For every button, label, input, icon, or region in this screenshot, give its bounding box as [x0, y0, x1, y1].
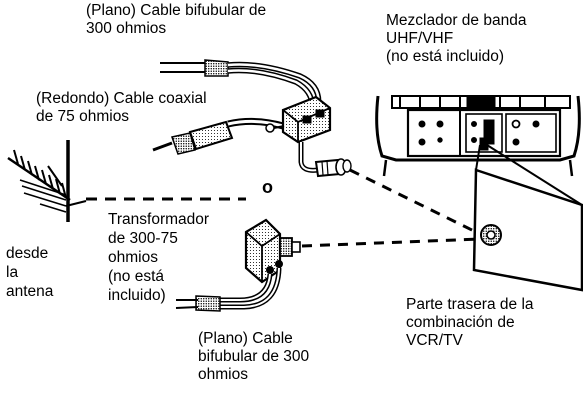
round-cable-line-2: de 75 ohmios: [36, 108, 130, 125]
transformer-line-4: (no está: [108, 268, 165, 285]
flat-cable-bottom-line-3: ohmios: [198, 366, 248, 383]
from-antenna-label: desde la antena: [6, 244, 53, 301]
mixer-label: Mezclador de banda UHF/VHF (no está incl…: [386, 12, 526, 66]
transformer-device-icon: [175, 218, 301, 312]
from-antenna-line-3: antena: [6, 283, 54, 300]
or-marker: o: [262, 177, 273, 197]
transformer-line-5: incluido): [108, 287, 166, 304]
vcr-zoom-panel: [472, 144, 583, 292]
flat-cable-top-line-2: 300 ohmios: [86, 20, 167, 37]
mixer-to-vcr-dashed: [349, 168, 479, 235]
mixer-line-1: Mezclador de banda: [386, 12, 527, 29]
transformer-label: Transformador de 300-75 ohmios (no está …: [108, 210, 209, 305]
transformer-line-3: ohmios: [108, 249, 158, 266]
vcr-back-line-2: combinación de: [406, 314, 515, 331]
flat-cable-top-label: (Plano) Cable bifubular de 300 ohmios: [86, 2, 266, 38]
round-cable-label: (Redondo) Cable coaxial de 75 ohmios: [36, 90, 207, 126]
from-antenna-line-1: desde: [6, 245, 49, 262]
transformer-line-1: Transformador: [108, 211, 210, 228]
from-antenna-line-2: la: [6, 264, 19, 281]
transformer-line-2: de 300-75: [108, 230, 178, 247]
flat-cable-top-line-1: (Plano) Cable bifubular de: [86, 2, 267, 19]
mixer-device-icon: [265, 95, 352, 178]
flat-cable-bottom-line-1: (Plano) Cable: [198, 330, 293, 347]
vcr-back-label: Parte trasera de la combinación de VCR/T…: [406, 296, 534, 350]
round-cable-line-1: (Redondo) Cable coaxial: [36, 90, 207, 107]
vcr-back-line-3: VCR/TV: [406, 332, 463, 349]
flat-cable-bottom-label: (Plano) Cable bifubular de 300 ohmios: [198, 330, 309, 384]
antenna-icon: [7, 140, 87, 222]
mixer-line-2: UHF/VHF: [386, 30, 454, 47]
flat-cable-bottom-line-2: bifubular de 300: [198, 348, 310, 365]
vcr-tv-icon: [375, 95, 581, 177]
vcr-back-line-1: Parte trasera de la: [406, 296, 534, 313]
transformer-to-vcr-dashed: [301, 237, 481, 248]
mixer-line-3: (no está incluido): [386, 48, 505, 65]
coax-cable: [152, 117, 284, 155]
